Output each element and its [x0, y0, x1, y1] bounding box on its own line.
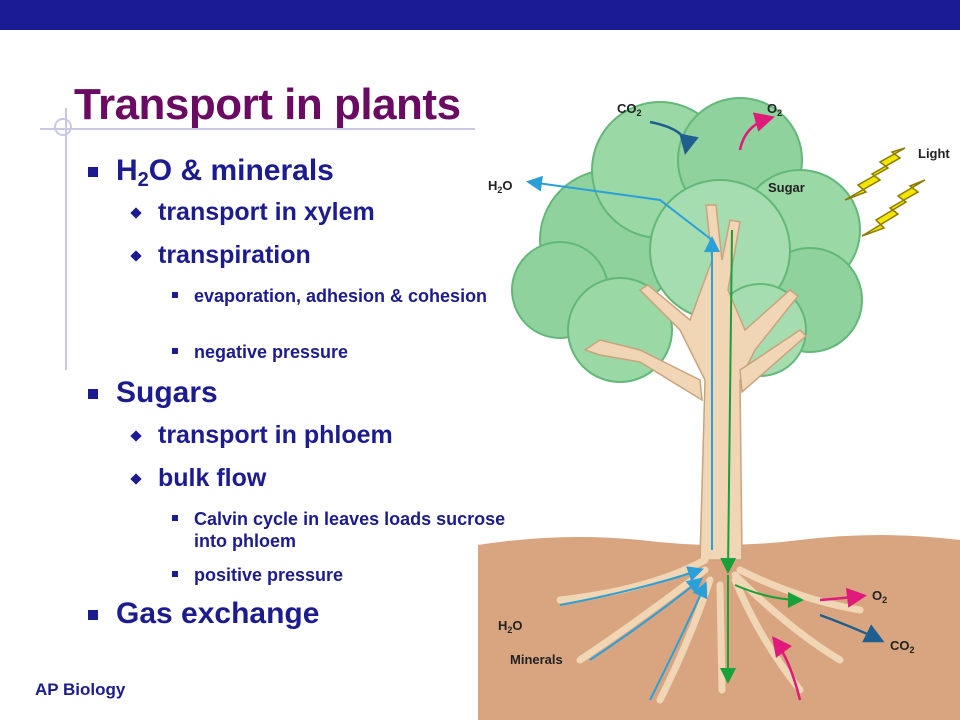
bullet-xylem-text: transport in xylem	[158, 198, 375, 226]
o2-soil-arrow	[819, 587, 867, 608]
water-arrows	[526, 175, 720, 701]
label-light: Light	[918, 146, 950, 161]
bullet-transpiration-text: transpiration	[158, 241, 311, 269]
small-square-bullet-icon	[172, 292, 178, 298]
tree-trunk	[583, 204, 808, 561]
co2-in-arrow	[649, 120, 699, 155]
bullet-evaporation-text: evaporation, adhesion & cohesion	[194, 286, 488, 306]
o2-out-arrow	[738, 112, 775, 151]
label-co2-root: CO2	[890, 638, 915, 655]
decor-vertical-line	[65, 108, 67, 370]
square-bullet-icon	[88, 389, 98, 399]
label-h2o-root: H2O	[498, 618, 523, 635]
sugar-arrows	[720, 229, 804, 684]
bullet-calvin-text: Calvin cycle in leaves loads sucrose int…	[194, 509, 506, 551]
decor-crosshair-circle	[54, 118, 72, 136]
label-co2-top: CO2	[617, 101, 642, 118]
bullet-phloem-text: transport in phloem	[158, 421, 393, 449]
bullet-negative-text: negative pressure	[194, 342, 349, 362]
bullet-water-text: H2O & minerals	[116, 154, 334, 191]
slide-title: Transport in plants	[74, 80, 461, 129]
square-bullet-icon	[88, 610, 98, 620]
label-h2o-top: H2O	[488, 178, 513, 195]
diamond-bullet-icon	[130, 430, 142, 442]
bullet-sugars-text: Sugars	[116, 376, 218, 409]
label-o2-root: O2	[872, 588, 887, 605]
diamond-bullet-icon	[130, 207, 142, 219]
label-minerals: Minerals	[510, 652, 563, 667]
light-bolt-icon	[844, 147, 926, 237]
o2-root-arrow	[772, 635, 802, 701]
diamond-bullet-icon	[130, 473, 142, 485]
small-square-bullet-icon	[172, 515, 178, 521]
top-bar	[0, 0, 960, 30]
bullet-gas-text: Gas exchange	[116, 597, 320, 630]
label-sugar: Sugar	[768, 180, 805, 195]
small-square-bullet-icon	[172, 348, 178, 354]
diamond-bullet-icon	[130, 250, 142, 262]
decor-horizontal-line	[40, 128, 475, 130]
bullet-positive-text: positive pressure	[194, 565, 344, 585]
small-square-bullet-icon	[172, 571, 178, 577]
label-o2-top: O2	[767, 101, 782, 118]
square-bullet-icon	[88, 167, 98, 177]
footer-label: AP Biology	[35, 680, 126, 699]
tree-diagram: CO2 O2 Light H2O Sugar O2 H2O CO2 Minera…	[478, 97, 960, 720]
co2-root-arrow	[819, 613, 885, 643]
bullet-bulk-text: bulk flow	[158, 464, 267, 492]
